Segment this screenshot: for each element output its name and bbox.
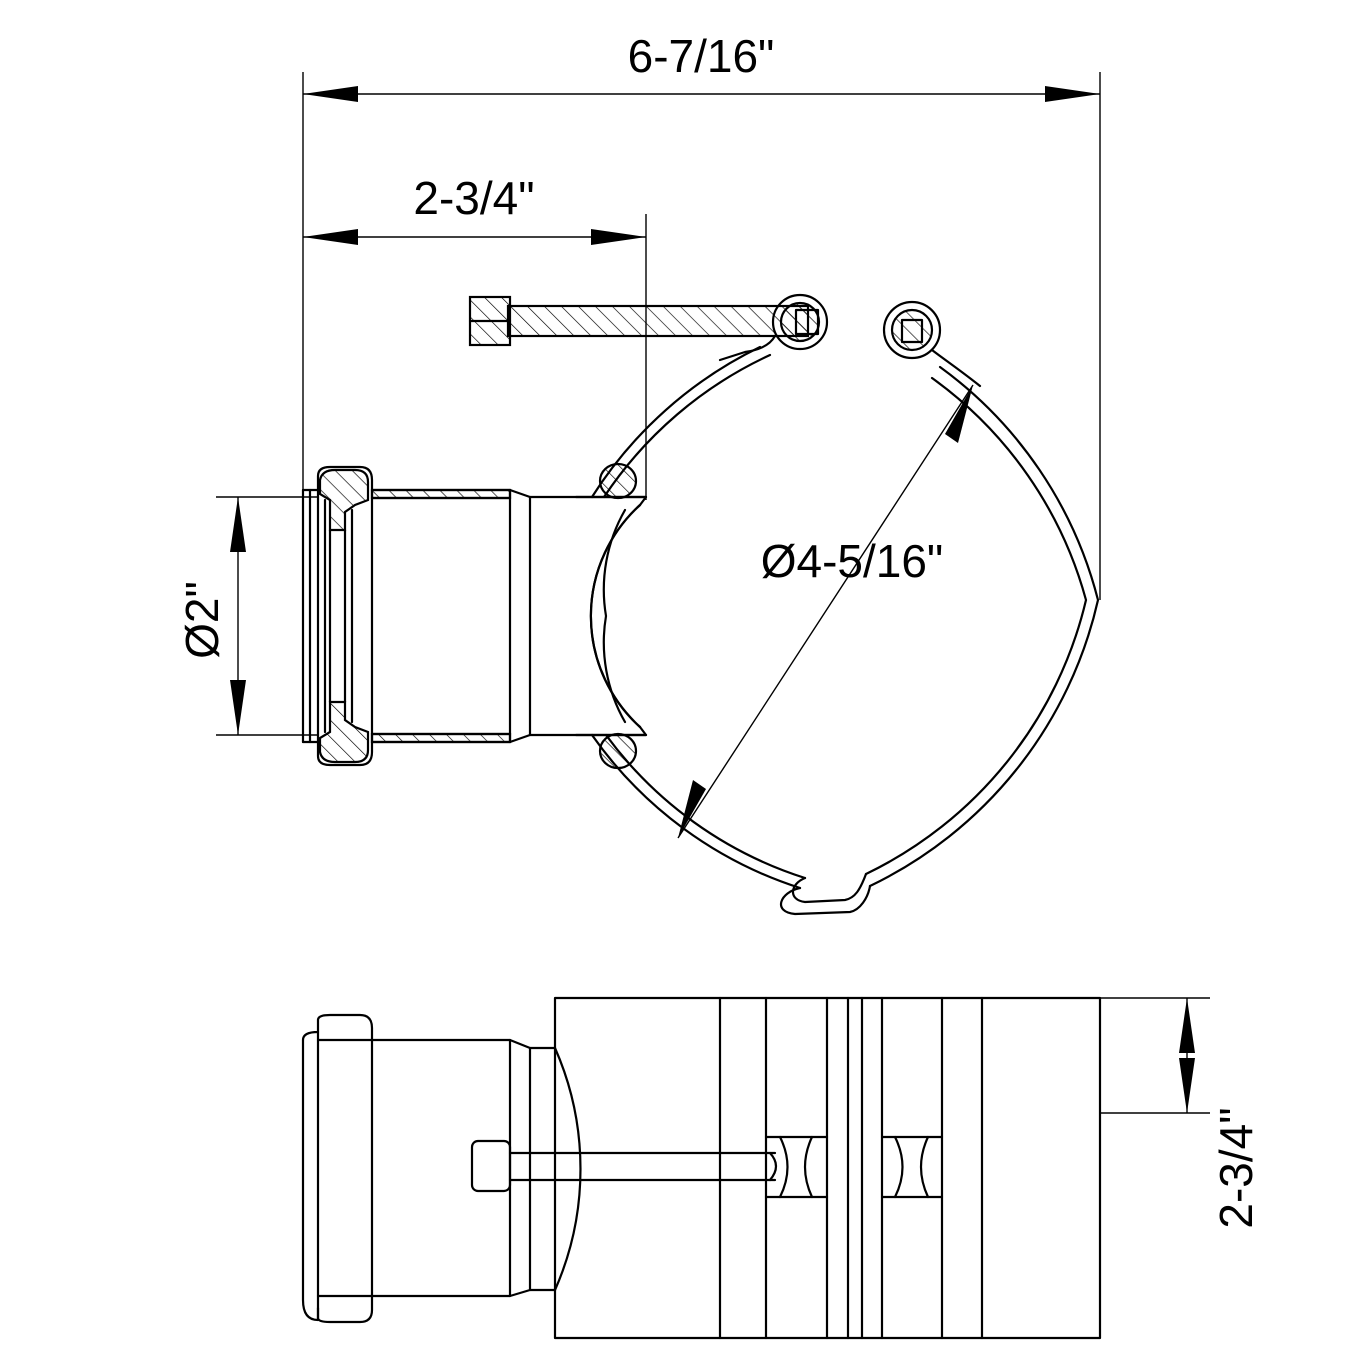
top-view: 6-7/16" 2-3/4" Ø2" bbox=[176, 30, 1101, 916]
pipe-diameter-label: Ø2" bbox=[176, 581, 228, 659]
side-clamp-band bbox=[553, 996, 1102, 1340]
pipe-diameter-dimension: Ø2" bbox=[176, 496, 318, 736]
side-height-dimension: 2-3/4" bbox=[1100, 997, 1262, 1229]
pipe-spigot bbox=[301, 462, 648, 770]
clamp-band bbox=[590, 345, 1100, 916]
clamp-diameter-dimension: Ø4-5/16" bbox=[677, 384, 974, 839]
clamp-diameter-label: Ø4-5/16" bbox=[761, 535, 944, 587]
inner-width-label: 2-3/4" bbox=[413, 172, 534, 224]
side-view: 2-3/4" bbox=[301, 996, 1262, 1340]
side-height-label: 2-3/4" bbox=[1210, 1107, 1262, 1228]
right-lug bbox=[882, 300, 982, 388]
side-pipe-spigot bbox=[301, 1013, 582, 1324]
side-screw bbox=[470, 1139, 778, 1193]
overall-width-label: 6-7/16" bbox=[628, 30, 775, 82]
inner-width-dimension: 2-3/4" bbox=[303, 172, 647, 500]
overall-width-dimension: 6-7/16" bbox=[302, 30, 1101, 600]
screw-shaft bbox=[468, 295, 820, 347]
